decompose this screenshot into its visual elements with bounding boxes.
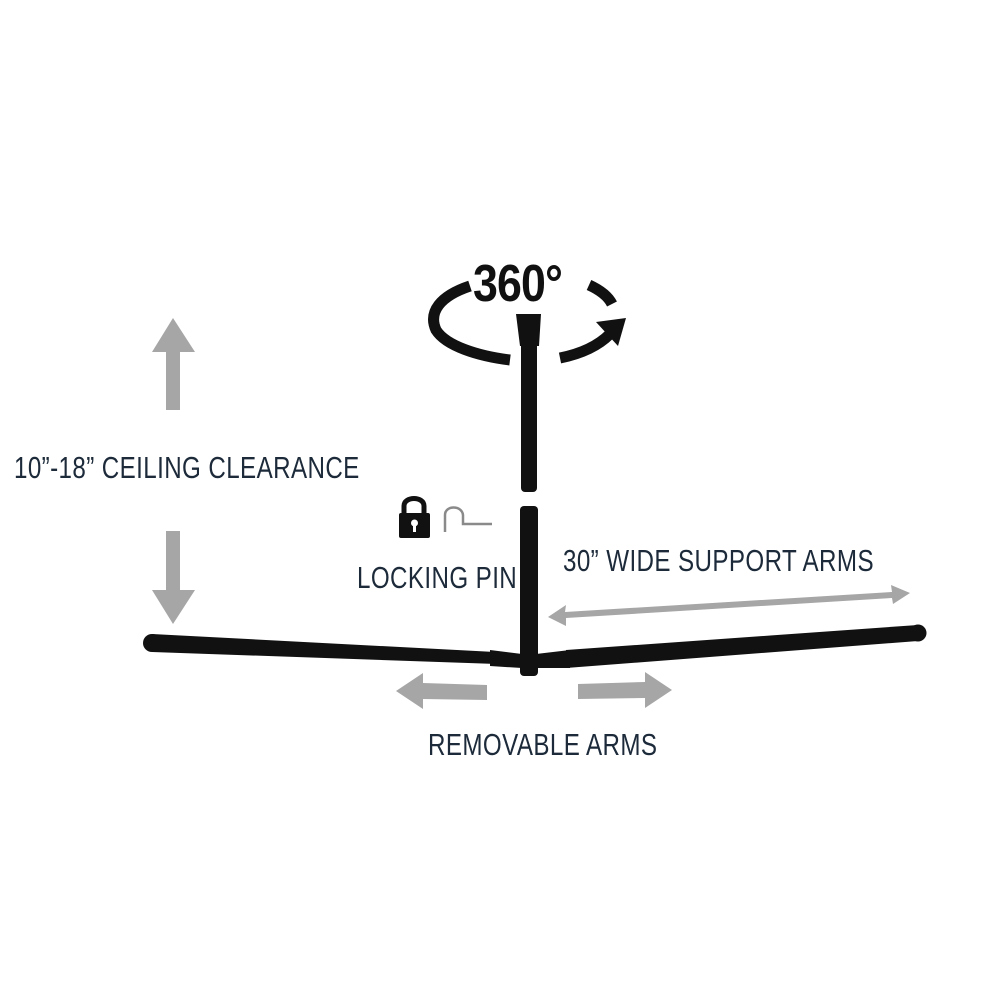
support-arms-label: 30” WIDE SUPPORT ARMS — [563, 543, 874, 578]
left-support-arm — [143, 634, 522, 668]
padlock-icon — [399, 496, 430, 538]
mount-cap — [516, 314, 541, 346]
upper-pole — [521, 340, 537, 492]
horizontal-double-arrow-icon — [548, 585, 910, 626]
removable-arms-label: REMOVABLE ARMS — [428, 727, 658, 762]
rotation-arrow-icon — [428, 279, 617, 366]
vertical-double-arrow-icon — [152, 318, 195, 624]
lower-pole — [520, 506, 538, 676]
rotation-arrowhead-icon — [596, 318, 626, 346]
left-arrow-icon — [396, 673, 487, 709]
pin-icon — [443, 506, 492, 532]
ceiling-clearance-label: 10”-18” CEILING CLEARANCE — [14, 450, 360, 485]
locking-pin-label: LOCKING PIN — [357, 560, 518, 595]
rotation-label: 360° — [473, 255, 563, 313]
right-arrow-icon — [578, 672, 672, 708]
right-support-arm — [536, 624, 927, 668]
